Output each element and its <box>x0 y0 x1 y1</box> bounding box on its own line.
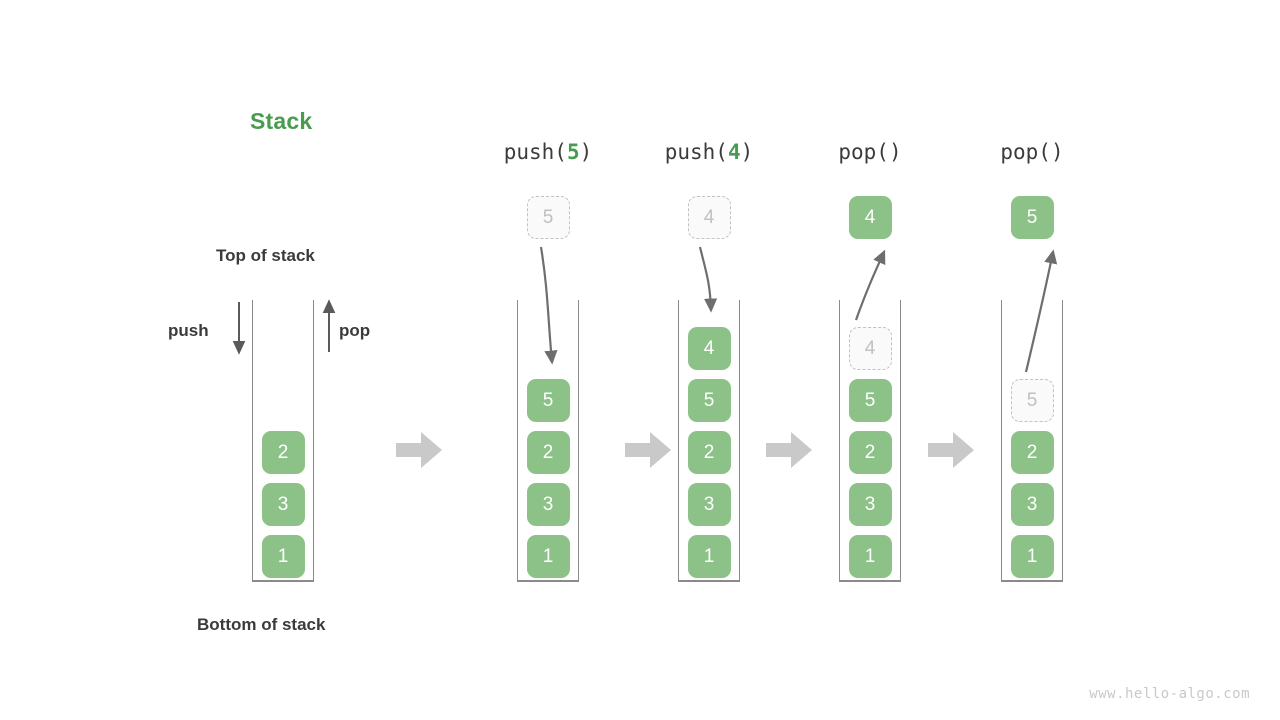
op-header-pop-1: pop() <box>780 140 960 164</box>
step-arrow-1 <box>396 432 442 468</box>
op-header-arg: 5 <box>566 140 580 164</box>
container-floor <box>1000 580 1064 582</box>
stack-cell: 5 <box>687 379 731 422</box>
container-left-wall <box>1000 300 1003 582</box>
stack-cell: 3 <box>1010 483 1054 526</box>
stack-cell: 1 <box>1010 535 1054 578</box>
stack-cell: 2 <box>261 431 305 474</box>
page-title: Stack <box>250 108 313 134</box>
watermark: www.hello-algo.com <box>1089 686 1250 702</box>
container-right-wall <box>738 300 741 582</box>
op-header-prefix: pop( <box>838 140 889 164</box>
pop-label: pop <box>339 321 371 340</box>
bottom-of-stack-label: Bottom of stack <box>197 615 326 634</box>
op-header-prefix: pop( <box>1000 140 1051 164</box>
container-left-wall <box>516 300 519 582</box>
top-of-stack-label: Top of stack <box>216 246 315 265</box>
stack-cell: 1 <box>526 535 570 578</box>
container-right-wall <box>1061 300 1064 582</box>
op-header-pop-2: pop() <box>942 140 1122 164</box>
container-right-wall <box>312 300 315 582</box>
step-arrow-2 <box>625 432 671 468</box>
stack-cell: 2 <box>526 431 570 474</box>
stack-cell: 1 <box>687 535 731 578</box>
step-arrow-4 <box>928 432 974 468</box>
container-floor <box>251 580 315 582</box>
step-arrow-3 <box>766 432 812 468</box>
floating-cell: 4 <box>848 196 892 239</box>
stack-cell: 3 <box>687 483 731 526</box>
op-header-arg: 4 <box>727 140 741 164</box>
floating-cell-ghost: 5 <box>526 196 570 239</box>
op-header-push-5: push(5) <box>458 140 638 164</box>
push-label: push <box>168 321 209 340</box>
stack-cell: 3 <box>848 483 892 526</box>
op-header-suffix: ) <box>740 140 754 164</box>
op-header-suffix: ) <box>1050 140 1064 164</box>
container-floor <box>838 580 902 582</box>
stack-cell: 5 <box>526 379 570 422</box>
op-header-suffix: ) <box>888 140 902 164</box>
container-right-wall <box>577 300 580 582</box>
stack-cell: 2 <box>848 431 892 474</box>
stack-cell: 3 <box>526 483 570 526</box>
container-left-wall <box>251 300 254 582</box>
op-header-suffix: ) <box>579 140 593 164</box>
stack-cell: 1 <box>261 535 305 578</box>
op-header-prefix: push( <box>664 140 728 164</box>
op-header-push-4: push(4) <box>619 140 799 164</box>
container-right-wall <box>899 300 902 582</box>
floating-cell-ghost: 4 <box>687 196 731 239</box>
op-header-prefix: push( <box>503 140 567 164</box>
container-left-wall <box>677 300 680 582</box>
container-floor <box>516 580 580 582</box>
stack-cell-ghost: 5 <box>1010 379 1054 422</box>
stack-cell: 4 <box>687 327 731 370</box>
container-left-wall <box>838 300 841 582</box>
stack-cell: 3 <box>261 483 305 526</box>
container-floor <box>677 580 741 582</box>
stack-cell: 2 <box>687 431 731 474</box>
stack-cell: 2 <box>1010 431 1054 474</box>
floating-cell: 5 <box>1010 196 1054 239</box>
stack-cell: 5 <box>848 379 892 422</box>
stack-cell-ghost: 4 <box>848 327 892 370</box>
stack-cell: 1 <box>848 535 892 578</box>
